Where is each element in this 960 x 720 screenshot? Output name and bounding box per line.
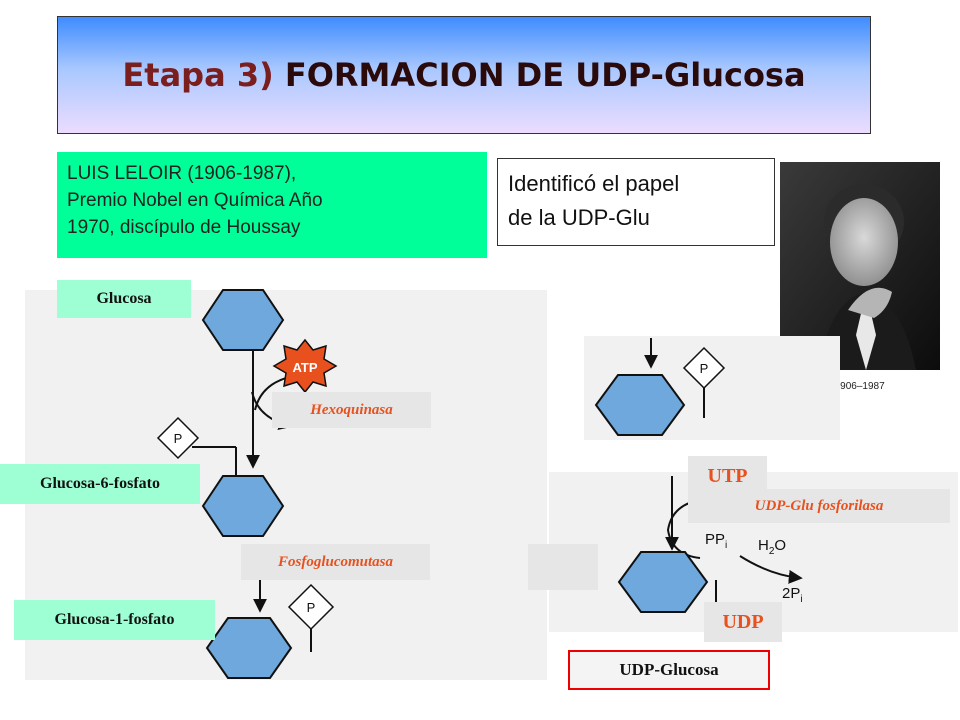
ppi-label: PP [705,531,725,548]
phosphate-label-3: P [700,361,709,376]
leloir-info-box: LUIS LELOIR (1906-1987), Premio Nobel en… [57,152,487,258]
role-line-1: Identificó el papel [508,171,680,196]
leloir-line-3: 1970, discípulo de Houssay [67,217,301,238]
glucose1p-hexagon-2 [594,374,686,436]
enzyme-fosfoglucomutasa: Fosfoglucomutasa [241,544,430,580]
two-pi-sub: i [800,594,802,605]
glucose6p-hexagon [201,475,285,537]
phosphate-label-1: P [174,431,183,446]
udp-glucose-hexagon [617,551,709,613]
ppi-sub: i [725,540,727,551]
h2o-sub: 2 [769,546,775,557]
label-udp: UDP [704,602,782,642]
svg-text:H2O: H2O [758,537,786,557]
mask-box [528,544,598,590]
label-glucosa-1-fosfato: Glucosa-1-fosfato [14,600,215,640]
title-banner: Etapa 3) FORMACION DE UDP-Glucosa [57,16,871,134]
enzyme-udp-glu-fosforilasa: UDP-Glu fosforilasa [688,489,950,523]
glucose1p-hexagon [205,617,293,679]
leloir-line-2: Premio Nobel en Química Año [67,190,323,211]
atp-label: ATP [292,360,317,375]
phosphate-label-2: P [307,600,316,615]
label-glucosa: Glucosa [57,280,191,318]
two-pi-label: 2P [782,585,800,602]
glucose-hexagon [201,289,285,351]
role-line-2: de la UDP-Glu [508,205,650,230]
label-glucosa-6-fosfato: Glucosa-6-fosfato [0,464,200,504]
enzyme-hexoquinasa: Hexoquinasa [272,392,431,428]
h2o-label: H [758,537,769,554]
phosphate-diamond-1 [156,416,200,460]
role-box: Identificó el papel de la UDP-Glu [497,158,775,246]
leloir-line-1: LUIS LELOIR (1906-1987), [67,163,297,184]
h2o-o: O [774,537,786,554]
title-main: FORMACION DE UDP-Glucosa [284,56,806,94]
label-udp-glucosa: UDP-Glucosa [568,650,770,690]
label-utp: UTP [688,456,767,496]
page-title: Etapa 3) FORMACION DE UDP-Glucosa [122,56,805,94]
title-step: Etapa 3) [122,56,274,94]
svg-text:PPi: PPi [705,531,727,551]
svg-text:2Pi: 2Pi [782,585,803,605]
